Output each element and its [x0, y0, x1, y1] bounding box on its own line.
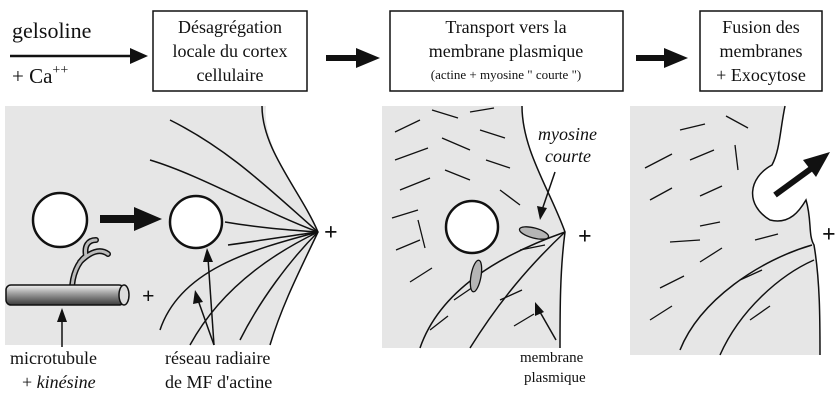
- arrow-head-step-2-3: [664, 48, 688, 68]
- actin-network-label-1: réseau radiaire: [165, 348, 270, 368]
- step-1-line-3: cellulaire: [197, 65, 264, 85]
- step-2-line-2: membrane plasmique: [429, 41, 583, 61]
- step-1-line-1: Désagrégation: [178, 17, 282, 37]
- myosin-label-1: myosine: [538, 124, 597, 144]
- panel-3-cytoplasm: [630, 106, 820, 355]
- step-2-line-1: Transport vers la: [445, 17, 566, 37]
- membrane-label-1: membrane: [520, 350, 584, 366]
- trigger-label: gelsoline + Ca++: [12, 18, 91, 88]
- step-1-line-2: locale du cortex: [173, 41, 288, 61]
- step-box-2: Transport vers la membrane plasmique (ac…: [390, 11, 623, 91]
- actin-network-label-2: de MF d'actine: [165, 372, 272, 392]
- kinesin-label: + kinésine: [22, 372, 96, 392]
- calcium-label: + Ca++: [12, 63, 68, 88]
- membrane-label-2: plasmique: [524, 370, 586, 386]
- vesicle-transport: [446, 201, 498, 253]
- step-3-line-1: Fusion des: [722, 17, 800, 37]
- membrane-plus-1: +: [324, 220, 338, 246]
- panel-3-fusion-exocytosis: +: [630, 106, 836, 355]
- arrow-head-trigger: [130, 48, 148, 64]
- membrane-plus-2: +: [578, 224, 592, 250]
- step-box-1: Désagrégation locale du cortex cellulair…: [153, 11, 307, 91]
- vesicle-right: [170, 196, 222, 248]
- exocytosis-arrow: [775, 168, 812, 195]
- vesicle-left: [33, 193, 87, 247]
- step-box-3: Fusion des membranes + Exocytose: [700, 11, 822, 91]
- panel-2-transport: + myosine courte membrane plasmique: [382, 106, 597, 386]
- step-3-line-3: + Exocytose: [716, 65, 806, 85]
- gelsoline-label: gelsoline: [12, 18, 91, 43]
- step-2-line-3: (actine + myosine " courte "): [431, 67, 581, 82]
- microtubule: [6, 285, 124, 305]
- arrow-head-step-1-2: [356, 48, 380, 68]
- microtubule-label: microtubule: [10, 348, 97, 368]
- myosin-label-2: courte: [545, 146, 591, 166]
- membrane-plus-3: +: [822, 222, 836, 248]
- step-3-line-2: membranes: [720, 41, 803, 61]
- panel-1-cortex-disaggregation: + + microtubule + kinésine réseau radiai…: [5, 106, 338, 392]
- microtubule-plus-end: +: [142, 283, 155, 308]
